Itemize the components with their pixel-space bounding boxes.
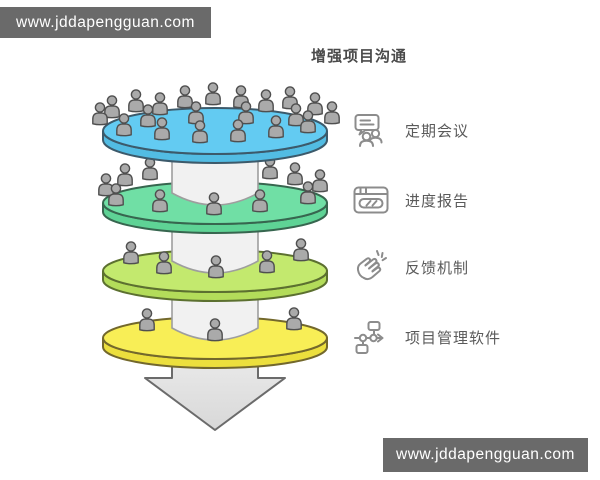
person-icon bbox=[207, 318, 223, 342]
legend-item-project-management-software: 项目管理软件 bbox=[352, 315, 572, 359]
flowchart-icon bbox=[354, 321, 384, 354]
person-icon bbox=[98, 173, 114, 197]
person-icon bbox=[312, 169, 328, 193]
person-icon bbox=[288, 103, 304, 127]
legend-label: 反馈机制 bbox=[405, 259, 470, 277]
person-icon bbox=[156, 251, 172, 275]
watermark-banner-top: www.jddapengguan.com bbox=[0, 7, 211, 38]
person-icon bbox=[116, 113, 132, 137]
meeting-chat-icon bbox=[354, 114, 383, 147]
progress-report-icon bbox=[353, 186, 389, 214]
person-icon bbox=[154, 117, 170, 141]
person-icon bbox=[177, 85, 193, 109]
watermark-banner-bottom: www.jddapengguan.com bbox=[383, 438, 588, 472]
person-icon bbox=[192, 120, 208, 144]
person-icon bbox=[128, 89, 144, 113]
funnel-layer-1 bbox=[92, 82, 340, 164]
person-icon bbox=[117, 163, 133, 187]
person-icon bbox=[252, 189, 268, 213]
person-icon bbox=[142, 157, 158, 181]
person-icon bbox=[286, 307, 302, 331]
legend-item-regular-meetings: 定期会议 bbox=[352, 108, 572, 152]
person-icon bbox=[268, 115, 284, 139]
person-icon bbox=[287, 162, 303, 186]
person-icon bbox=[92, 102, 108, 126]
person-icon bbox=[108, 183, 124, 207]
legend-label: 进度报告 bbox=[405, 192, 470, 210]
clapping-hands-icon bbox=[356, 250, 387, 281]
person-icon bbox=[152, 189, 168, 213]
person-icon bbox=[206, 192, 222, 216]
person-icon bbox=[259, 250, 275, 274]
legend-item-feedback-mechanism: 反馈机制 bbox=[352, 245, 572, 289]
person-icon bbox=[140, 104, 156, 128]
person-icon bbox=[300, 110, 316, 134]
person-icon bbox=[208, 255, 224, 279]
legend-label: 定期会议 bbox=[405, 122, 470, 140]
person-icon bbox=[139, 308, 155, 332]
legend-item-progress-report: 进度报告 bbox=[352, 178, 572, 222]
person-icon bbox=[324, 101, 340, 125]
legend-label: 项目管理软件 bbox=[405, 329, 502, 347]
person-icon bbox=[123, 241, 139, 265]
person-icon bbox=[300, 181, 316, 205]
page-title: 增强项目沟通 bbox=[310, 48, 407, 65]
person-icon bbox=[230, 119, 246, 143]
person-icon bbox=[152, 92, 168, 116]
person-icon bbox=[104, 95, 120, 119]
person-icon bbox=[293, 238, 309, 262]
person-icon bbox=[205, 82, 221, 106]
person-icon bbox=[258, 89, 274, 113]
